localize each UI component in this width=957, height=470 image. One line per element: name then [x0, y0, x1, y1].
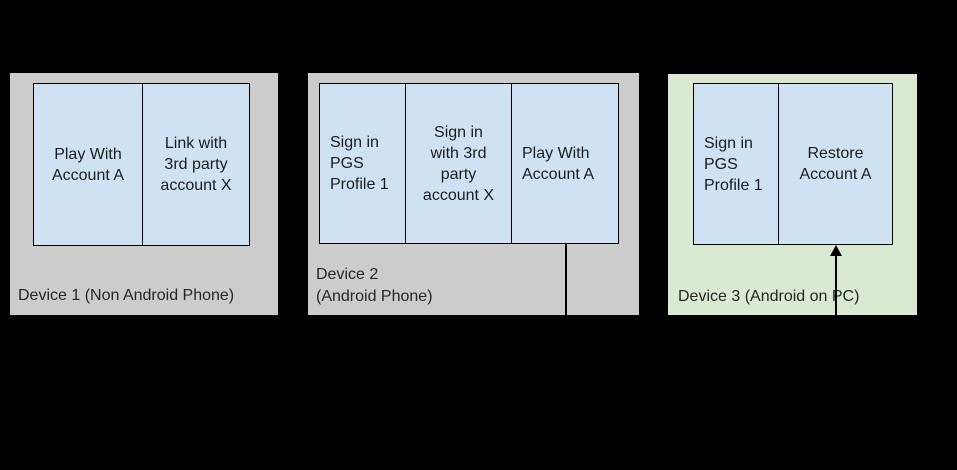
- box-play-with-account-a: Play With Account A: [33, 83, 143, 246]
- box-sign-in-pgs-profile-1: Sign in PGS Profile 1: [319, 83, 406, 244]
- box-link-with-3rd-party-account-x: Link with 3rd party account X: [142, 83, 250, 246]
- device-2-label: Device 2 (Android Phone): [316, 266, 433, 305]
- device-3-label: Device 3 (Android on PC): [678, 288, 860, 305]
- box-play-with-account-a: Play With Account A: [511, 83, 619, 244]
- box-restore-account-a: Restore Account A: [778, 83, 893, 245]
- arrow-up-icon: [830, 245, 842, 256]
- device-2-panel: Sign in PGS Profile 1 Sign in with 3rd p…: [308, 73, 639, 315]
- device-1-panel: Play With Account A Link with 3rd party …: [10, 73, 278, 315]
- box-sign-in-with-3rd-party-account-x: Sign in with 3rd party account X: [405, 83, 512, 244]
- device-1-label: Device 1 (Non Android Phone): [18, 287, 235, 304]
- device-3-panel: Sign in PGS Profile 1 Restore Account A …: [668, 74, 917, 315]
- flow-line-from-play-with-account-a: [565, 244, 567, 315]
- box-sign-in-pgs-profile-1: Sign in PGS Profile 1: [693, 83, 779, 245]
- flow-line-into-restore-account-a: [835, 255, 837, 315]
